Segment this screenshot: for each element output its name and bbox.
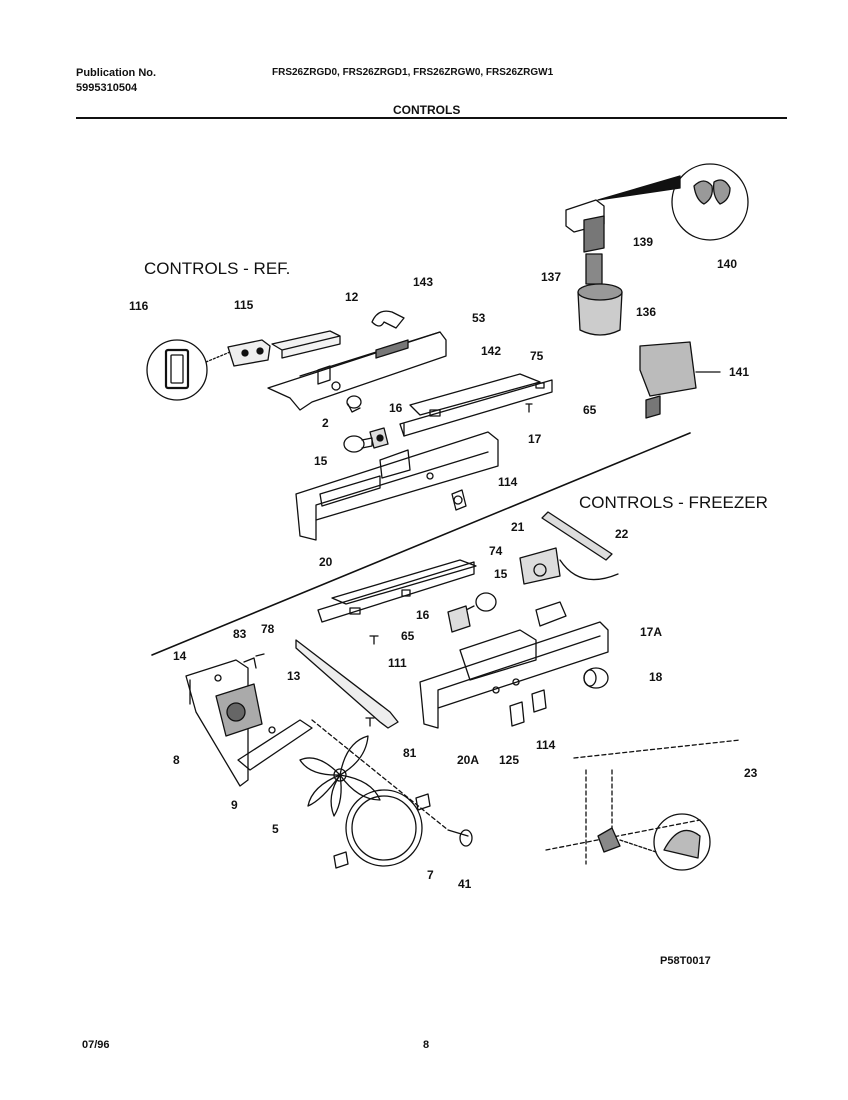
part-21-thermostat	[520, 548, 560, 584]
part-114-knob	[452, 490, 466, 510]
callout-116: 116	[129, 299, 149, 313]
callout-23: 23	[744, 766, 758, 780]
callout-9: 9	[231, 798, 238, 812]
callout-114: 114	[498, 475, 518, 489]
publication-label: Publication No.	[76, 67, 157, 79]
part-83-78-clips	[244, 654, 264, 668]
callout-8: 8	[173, 753, 180, 767]
part-136-valve	[578, 284, 622, 335]
part-9-bracket	[238, 720, 312, 770]
part-22-capillary	[542, 512, 618, 580]
part-114b-knob	[532, 690, 546, 712]
section-label-ref: CONTROLS - REF.	[144, 259, 291, 278]
assembly-dashline	[312, 720, 448, 830]
callout-83: 83	[233, 627, 247, 641]
section-label-freezer: CONTROLS - FREEZER	[579, 493, 768, 512]
part-111-heater	[296, 640, 398, 728]
part-115-switch	[228, 340, 270, 366]
part-137-tube	[586, 254, 602, 284]
callout-13: 13	[287, 669, 301, 683]
callout-111: 111	[388, 656, 407, 670]
callout-75: 75	[530, 349, 544, 363]
part-16b-socket	[448, 606, 470, 632]
callout-81: 81	[403, 746, 417, 760]
callout-53: 53	[472, 311, 486, 325]
callout-137: 137	[541, 270, 562, 284]
callout-16b: 16	[416, 608, 430, 622]
part-53-control-housing	[268, 332, 446, 410]
callout-125: 125	[499, 753, 520, 767]
model-numbers: FRS26ZRGD0, FRS26ZRGD1, FRS26ZRGW0, FRS2…	[272, 67, 554, 78]
part-13-fan-motor	[216, 684, 262, 736]
part-15-bulb	[344, 436, 372, 452]
callout-115: 115	[234, 298, 254, 312]
callout-114b: 114	[536, 738, 556, 752]
part-74-shield	[318, 560, 476, 622]
publication-number: 5995310504	[76, 82, 138, 94]
callout-78: 78	[261, 622, 275, 636]
header-rule	[76, 117, 787, 119]
callout-140: 140	[717, 257, 738, 271]
callout-2: 2	[322, 416, 329, 430]
part-5-fan-blade	[300, 736, 380, 816]
callout-5: 5	[272, 822, 279, 836]
part-65b-screw	[370, 636, 378, 644]
part-141-damper	[640, 342, 720, 418]
callout-141: 141	[729, 365, 750, 379]
callout-17: 17	[528, 432, 542, 446]
part-23-cabinet-detail	[546, 740, 740, 864]
part-15b-bulb	[466, 593, 496, 616]
part-116-light-lens	[147, 340, 230, 400]
part-41-screw	[448, 830, 472, 846]
callout-65b: 65	[401, 629, 415, 643]
part-140-inset	[672, 164, 748, 240]
part-2-knob	[347, 396, 361, 412]
section-divider	[152, 433, 690, 655]
callout-18: 18	[649, 670, 663, 684]
callout-65: 65	[583, 403, 597, 417]
part-17A-housing	[420, 602, 608, 728]
part-16-socket	[370, 428, 388, 448]
callout-22: 22	[615, 527, 629, 541]
footer-page-number: 8	[423, 1039, 430, 1051]
callout-21: 21	[511, 520, 525, 534]
part-17-bracket	[296, 432, 498, 540]
page-title: CONTROLS	[393, 103, 461, 117]
callout-14: 14	[173, 649, 187, 663]
part-18-knob	[584, 668, 608, 688]
callout-136: 136	[636, 305, 657, 319]
callout-20A: 20A	[457, 753, 480, 767]
part-75-shield	[400, 374, 552, 436]
part-12	[272, 331, 340, 358]
callout-16: 16	[389, 401, 403, 415]
callout-142: 142	[481, 344, 502, 358]
part-143-clip	[372, 311, 404, 328]
callout-12: 12	[345, 290, 359, 304]
callout-15b: 15	[494, 567, 508, 581]
drawing-code: P58T0017	[660, 955, 711, 967]
callout-7: 7	[427, 868, 434, 882]
footer-date: 07/96	[82, 1039, 110, 1051]
part-81-screw	[366, 718, 374, 726]
callout-17A: 17A	[640, 625, 663, 639]
part-23-inset	[598, 814, 710, 870]
callout-20: 20	[319, 555, 333, 569]
part-14-bracket	[186, 660, 248, 786]
pointer-wedge	[598, 176, 680, 200]
part-65-screw	[526, 404, 532, 412]
part-8-screws	[215, 675, 275, 733]
part-125-knob	[510, 702, 524, 726]
callout-74: 74	[489, 544, 503, 558]
callout-139: 139	[633, 235, 654, 249]
part-7-fan-shroud	[334, 790, 430, 868]
part-139-bracket	[566, 200, 604, 252]
callout-41: 41	[458, 877, 472, 891]
callout-143: 143	[413, 275, 434, 289]
callout-15: 15	[314, 454, 328, 468]
